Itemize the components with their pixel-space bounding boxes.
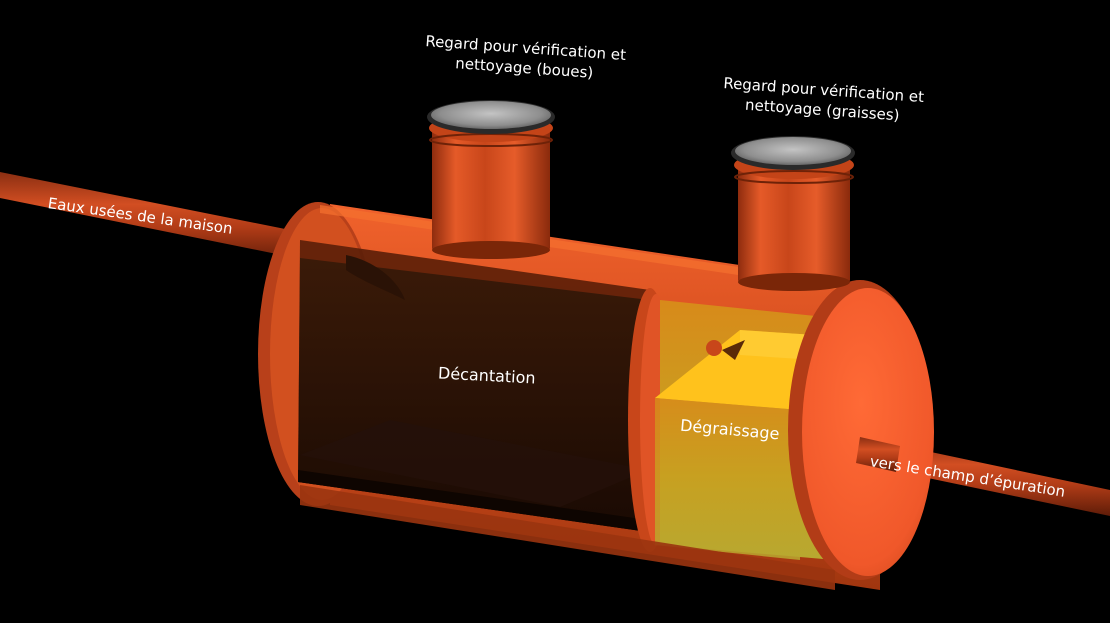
manhole-lid-grease <box>735 137 851 165</box>
manhole-sludge <box>427 100 555 259</box>
inlet-pipe <box>0 172 330 264</box>
manhole-grease <box>731 136 855 291</box>
manhole-lid-sludge <box>431 101 551 129</box>
inlet-baffle <box>346 255 405 300</box>
transfer-pipe <box>706 340 722 356</box>
